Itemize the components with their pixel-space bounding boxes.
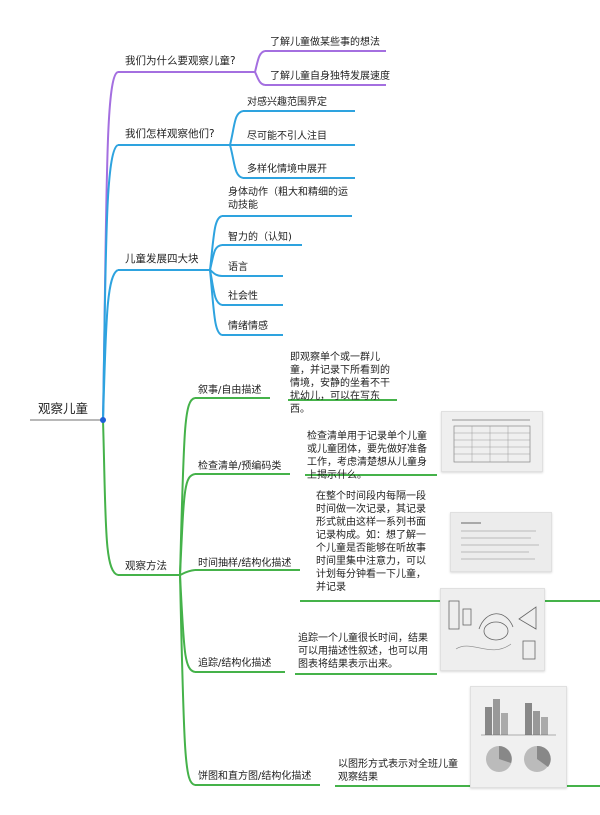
branch-how-connector [102, 110, 355, 421]
how-item-unobtrusive[interactable]: 尽可能不引人注目 [247, 131, 327, 142]
how-item-varied-contexts[interactable]: 多样化情境中展开 [247, 164, 327, 175]
branch-how-observe[interactable]: 我们怎样观察他们? [125, 128, 215, 140]
tracking-sample-image[interactable] [440, 588, 545, 671]
branch-methods-connector [102, 397, 600, 787]
why-item-pace[interactable]: 了解儿童自身独特发展速度 [270, 71, 390, 82]
development-item-cognitive[interactable]: 智力的（认知) [228, 232, 292, 243]
branch-why-observe[interactable]: 我们为什么要观察儿童? [125, 55, 236, 67]
method-time-sampling-note: 在整个时间段内每隔一段时间做一次记录，其记录形式就由这样一系列书面记录构成。如：… [316, 491, 426, 593]
checklist-sample-image[interactable] [441, 411, 543, 472]
method-time-sampling[interactable]: 时间抽样/结构化描述 [198, 558, 292, 569]
method-tracking[interactable]: 追踪/结构化描述 [198, 658, 272, 669]
method-pie-histogram[interactable]: 饼图和直方图/结构化描述 [198, 771, 312, 782]
branch-observation-methods[interactable]: 观察方法 [125, 560, 167, 572]
method-pie-histogram-note: 以图形方式表示对全班儿童观察结果 [338, 759, 458, 783]
branch-development-connector [102, 215, 352, 421]
method-narrative[interactable]: 叙事/自由描述 [198, 385, 262, 396]
how-item-define-scope[interactable]: 对感兴趣范围界定 [247, 97, 327, 108]
branch-development-areas[interactable]: 儿童发展四大块 [125, 253, 199, 265]
pie-histogram-sample-image[interactable] [470, 686, 567, 788]
method-checklist[interactable]: 检查清单/预编码类 [198, 461, 282, 472]
development-item-physical[interactable]: 身体动作（粗大和精细的运动技能 [228, 187, 348, 211]
method-tracking-note: 追踪一个儿童很长时间，结果可以用描述性叙述，也可以用图表将结果表示出来。 [298, 633, 428, 670]
root-topic[interactable]: 观察儿童 [38, 401, 89, 416]
method-narrative-note: 即观察单个或一群儿童，并记录下所看到的情境，安静的坐着不干扰幼儿，可以在写东西。 [290, 352, 390, 415]
why-item-thoughts[interactable]: 了解儿童做某些事的想法 [270, 37, 380, 48]
development-item-emotional[interactable]: 情绪情感 [228, 321, 268, 332]
method-checklist-note: 检查清单用于记录单个儿童或儿童团体，要先做好准备工作，考虑清楚想从儿童身上揭示什… [307, 431, 427, 481]
development-item-language[interactable]: 语言 [228, 262, 248, 273]
time-sampling-sample-image[interactable] [450, 512, 552, 572]
root-node-dot [100, 417, 106, 423]
development-item-social[interactable]: 社会性 [228, 291, 258, 302]
